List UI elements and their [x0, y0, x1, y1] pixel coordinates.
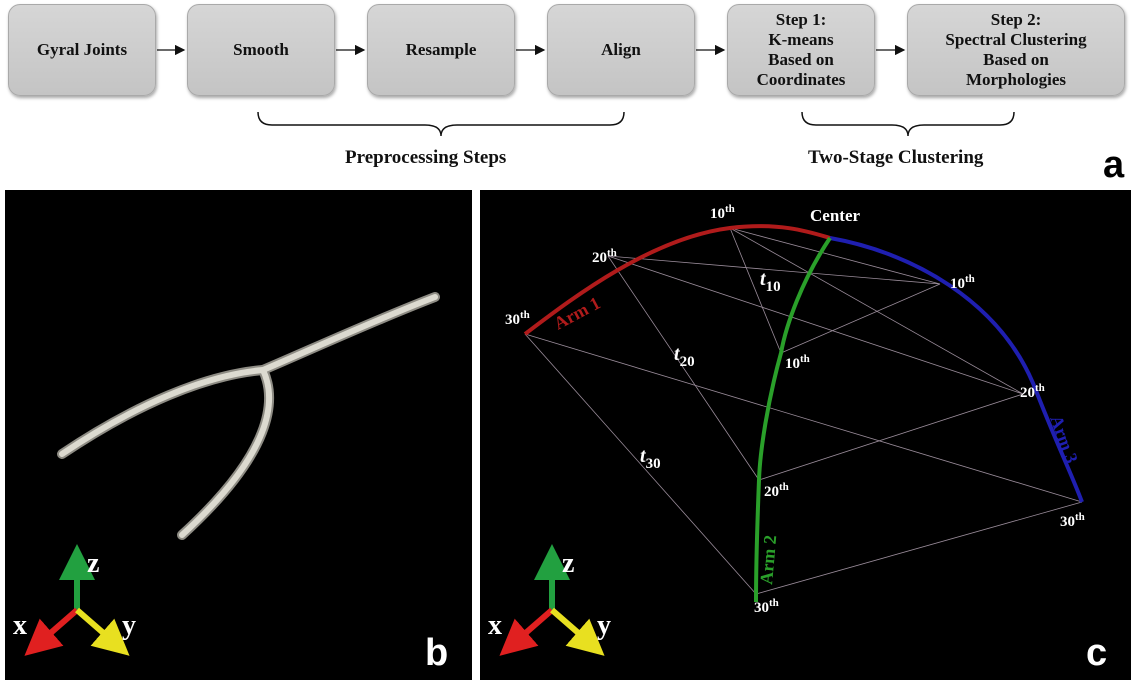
distance-labels: t10 t20 t30: [640, 268, 781, 472]
x-axis-label: x: [13, 610, 27, 641]
x-axis-arrow: [24, 607, 79, 656]
arm3-10th-label: 10th: [950, 273, 975, 292]
arm1-20th-label: 20th: [592, 247, 617, 266]
arm1-30th-label: 30th: [505, 309, 530, 328]
x-axis-arrow: [499, 607, 554, 656]
t10-label: t10: [760, 268, 781, 295]
point-labels: 10th 20th 30th 10th 20th 30th 10th 20th …: [505, 203, 1085, 616]
flow-connectors: [157, 44, 1015, 137]
arm-1-label: Arm 1: [550, 293, 603, 334]
step-spectral-clustering: Step 2: Spectral Clustering Based on Mor…: [907, 4, 1125, 96]
arm-3-label: Arm 3: [1046, 413, 1082, 466]
preprocessing-label: Preprocessing Steps: [345, 147, 507, 168]
triangle-lines: [524, 227, 1083, 595]
y-axis-label: y: [597, 610, 611, 641]
panel-letter-c: c: [1086, 632, 1108, 674]
z-axis-label: z: [87, 548, 100, 579]
axis-triad-b: [24, 544, 130, 656]
step-smooth: Smooth: [187, 4, 335, 96]
t30-label: t30: [640, 445, 661, 472]
panel-c-canvas: Arm 1 Arm 2 Arm 3 Center 10th 20th 30th …: [499, 203, 1085, 656]
center-label: Center: [810, 206, 860, 225]
arm2-20th-label: 20th: [764, 481, 789, 500]
arm2-10th-label: 10th: [785, 353, 810, 372]
y-axis-arrow: [550, 607, 605, 656]
arm3-30th-label: 30th: [1060, 511, 1085, 530]
arm3-20th-label: 20th: [1020, 382, 1045, 401]
z-axis-label: z: [562, 548, 575, 579]
gyral-joint-tube: [57, 292, 440, 540]
panel-b-canvas: [24, 292, 440, 656]
arm-1-curve: [523, 224, 831, 336]
panel-letter-b: b: [425, 632, 449, 674]
clustering-brace: [801, 111, 1015, 137]
step-kmeans: Step 1: K-means Based on Coordinates: [727, 4, 875, 96]
step-gyral-joints: Gyral Joints: [8, 4, 156, 96]
panel-letter-a: a: [1103, 144, 1125, 186]
x-axis-label: x: [488, 610, 502, 641]
step-resample: Resample: [367, 4, 515, 96]
step-align: Align: [547, 4, 695, 96]
y-axis-label: y: [122, 610, 136, 641]
arm-3-curve: [829, 236, 1084, 503]
panel-b: z x y b: [5, 190, 472, 680]
arm2-30th-label: 30th: [754, 597, 779, 616]
axis-triad-c: [499, 544, 605, 656]
y-axis-arrow: [75, 607, 130, 656]
preprocessing-brace: [257, 111, 625, 137]
arm-2-label: Arm 2: [756, 534, 780, 585]
t20-label: t20: [674, 343, 695, 370]
panel-c: Arm 1 Arm 2 Arm 3 Center 10th 20th 30th …: [480, 190, 1131, 680]
arm1-10th-label: 10th: [710, 203, 735, 222]
arm-2-curve: [754, 236, 832, 603]
clustering-label: Two-Stage Clustering: [808, 147, 984, 168]
